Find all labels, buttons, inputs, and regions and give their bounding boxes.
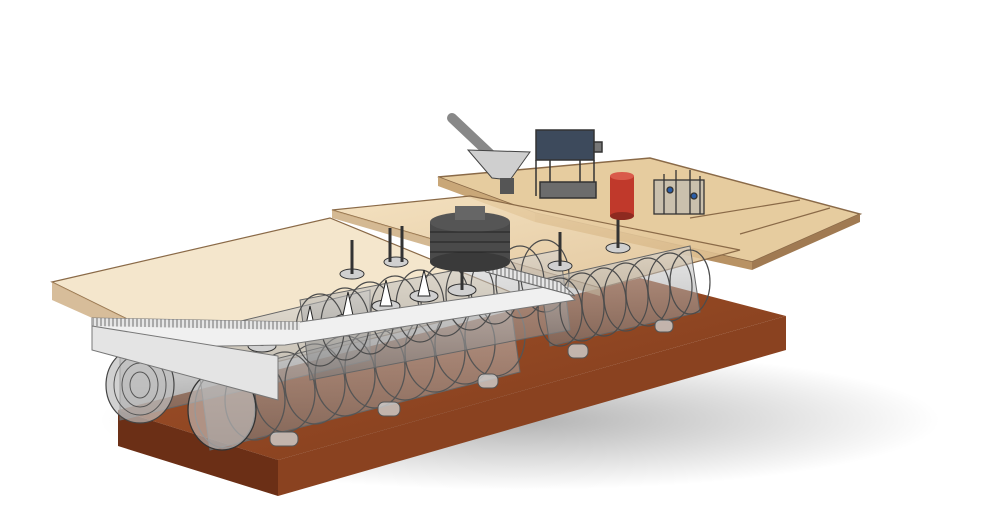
hopper — [447, 113, 531, 194]
grating-walkway-front — [91, 284, 577, 401]
skid-unit — [653, 170, 705, 215]
red-vessel — [610, 172, 634, 220]
frame-unit — [535, 129, 603, 199]
round-column — [430, 206, 510, 272]
support-legs — [269, 319, 674, 447]
